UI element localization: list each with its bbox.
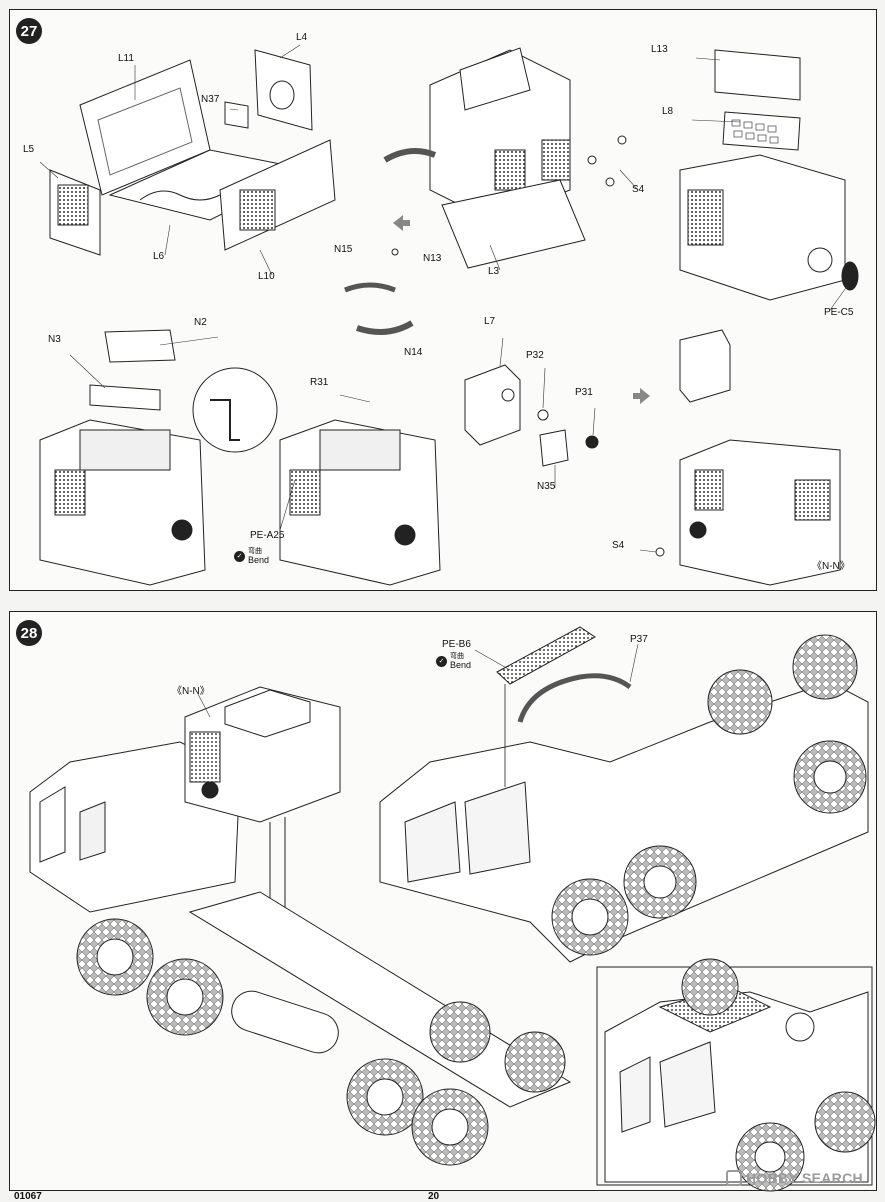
label-L6: L6 — [153, 251, 165, 262]
label-N15: N15 — [334, 244, 353, 255]
bend-note-28: ✓ 弯曲 Bend — [436, 652, 471, 670]
label-NN-28: 《N-N》 — [172, 686, 210, 697]
label-N3: N3 — [48, 334, 61, 345]
label-N2: N2 — [194, 317, 207, 328]
watermark: HOBBY SEARCH — [726, 1170, 863, 1186]
watermark-text: HOBBY SEARCH — [746, 1170, 863, 1186]
label-L8: L8 — [662, 106, 674, 117]
bend-label-cn: 弯曲 — [248, 548, 262, 555]
label-P31: P31 — [575, 387, 593, 398]
label-L4: L4 — [296, 32, 308, 43]
bend-label-cn: 弯曲 — [450, 653, 464, 660]
label-S4-top: S4 — [632, 184, 645, 195]
bend-label-en: Bend — [248, 555, 270, 565]
label-L3: L3 — [488, 266, 500, 277]
direction-arrow-icon — [633, 388, 650, 404]
label-P32: P32 — [526, 350, 544, 361]
label-L11: L11 — [118, 53, 134, 64]
label-R31: R31 — [310, 377, 329, 388]
label-L10: L10 — [258, 271, 275, 282]
step-27-drawing — [39, 44, 859, 586]
label-L13: L13 — [651, 44, 668, 55]
step-28-drawing — [29, 626, 876, 1192]
label-N14: N14 — [404, 347, 423, 358]
bend-icon: ✓ — [436, 655, 447, 667]
bend-icon: ✓ — [234, 550, 245, 562]
footer-code: 01067 — [14, 1191, 42, 1202]
label-PE-C5: PE-C5 — [824, 307, 854, 318]
step-28-panel: 28 — [9, 611, 877, 1192]
label-L5: L5 — [23, 144, 35, 155]
direction-arrow-icon — [393, 215, 410, 231]
hobby-search-logo-icon — [726, 1170, 742, 1186]
label-N35: N35 — [537, 481, 556, 492]
label-PE-A25: PE-A25 — [250, 530, 285, 541]
bend-note-27: ✓ 弯曲 Bend — [234, 547, 269, 565]
bend-label-en: Bend — [450, 660, 472, 670]
label-L7: L7 — [484, 316, 496, 327]
footer-page: 20 — [428, 1191, 440, 1202]
label-N13: N13 — [423, 253, 442, 264]
label-NN-27: 《N-N》 — [812, 561, 850, 572]
label-S4-bottom: S4 — [612, 540, 625, 551]
label-P37: P37 — [630, 634, 648, 645]
label-N37: N37 — [201, 94, 220, 105]
step-27-panel: 27 — [9, 9, 877, 591]
step-28-badge: 28 — [16, 620, 42, 646]
step-27-badge: 27 — [16, 18, 42, 44]
label-PE-B6: PE-B6 — [442, 639, 471, 650]
